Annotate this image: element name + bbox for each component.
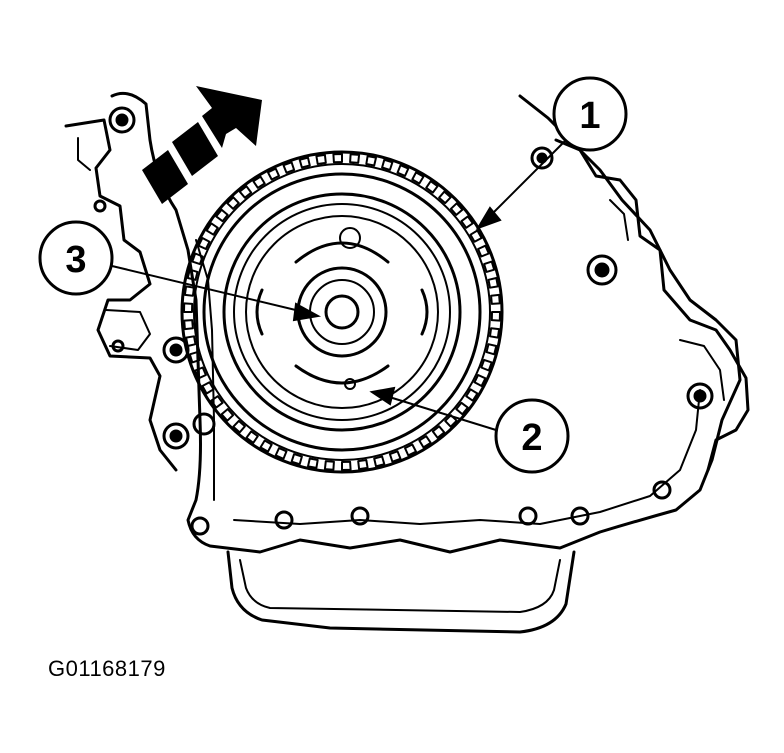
reluctor-tooth — [307, 457, 319, 469]
reluctor-tooth — [220, 408, 235, 422]
reluctor-tooth — [483, 260, 496, 273]
reluctor-tooth — [365, 155, 377, 167]
reluctor-tooth — [373, 455, 386, 468]
leader-arrow-3 — [292, 302, 322, 322]
reluctor-tooth — [438, 190, 452, 205]
reluctor-tooth — [197, 237, 211, 250]
leader-arrow-1 — [475, 206, 502, 230]
reluctor-tooth — [188, 351, 201, 364]
callout-2: 2 — [494, 398, 570, 474]
leader-arrow-2 — [369, 386, 396, 406]
reluctor-tooth — [349, 153, 361, 164]
reluctor-tooth — [282, 161, 296, 174]
right-housing — [554, 138, 750, 472]
reluctor-tooth — [226, 196, 240, 210]
reluctor-tooth — [232, 419, 246, 434]
reluctor-tooth — [487, 277, 499, 289]
reluctor-tooth — [480, 358, 493, 372]
reluctor-tooth — [332, 153, 343, 164]
reluctor-tooth — [465, 388, 479, 402]
reluctor-tooth — [215, 208, 229, 223]
reluctor-tooth — [490, 311, 501, 322]
reluctor-tooth — [388, 450, 402, 463]
reluctor-tooth — [477, 244, 490, 258]
reluctor-tooth — [210, 395, 224, 409]
reluctor-tooth — [431, 425, 446, 439]
reluctor-tooth — [418, 435, 432, 449]
reluctor-teeth — [183, 153, 501, 471]
reluctor-tooth — [444, 414, 458, 428]
reluctor-tooth — [201, 381, 215, 395]
reluctor-tooth — [298, 156, 311, 169]
reluctor-tooth — [341, 460, 352, 471]
callout-3: 3 — [38, 220, 114, 296]
reluctor-tooth — [252, 175, 266, 189]
timing-cover-inner-outline — [195, 239, 701, 525]
timing-cover-outline — [110, 91, 742, 554]
reluctor-tooth — [259, 439, 273, 453]
oil-pan-inner — [239, 559, 561, 613]
reluctor-tooth — [404, 443, 417, 457]
reluctor-tooth — [381, 158, 394, 171]
reluctor-tooth — [473, 374, 487, 387]
reluctor-tooth — [183, 302, 194, 313]
callout-number-2: 2 — [521, 417, 542, 459]
reluctor-tooth — [315, 153, 327, 165]
callout-number-1: 1 — [579, 95, 600, 137]
callout-number-3: 3 — [65, 239, 86, 281]
reluctor-tooth — [460, 215, 474, 229]
figure-id-label: G01168179 — [48, 656, 166, 681]
reluctor-tooth — [449, 202, 464, 216]
reluctor-tooth — [290, 453, 303, 466]
rotation-direction-arrow-icon — [142, 86, 262, 204]
reluctor-tooth — [238, 185, 253, 199]
reluctor-tooth — [274, 447, 288, 460]
reluctor-tooth — [469, 229, 483, 243]
reluctor-tooth — [411, 171, 425, 185]
reluctor-tooth — [489, 327, 501, 339]
reluctor-tooth — [245, 430, 259, 444]
reluctor-tooth — [186, 268, 199, 281]
left-bracket-inner — [77, 137, 151, 351]
crankshaft-pulley — [222, 192, 462, 432]
leader-line-2 — [385, 395, 497, 431]
reluctor-tooth — [183, 285, 195, 297]
reluctor-tooth — [267, 167, 280, 181]
reluctor-tooth — [183, 319, 194, 331]
oil-pan — [226, 550, 576, 634]
reluctor-tooth — [396, 164, 410, 177]
leader-line-3 — [111, 265, 305, 313]
left-bracket — [64, 118, 178, 472]
reluctor-tooth — [455, 401, 469, 416]
reluctor-tooth — [490, 293, 501, 305]
reluctor-tooth — [191, 252, 204, 266]
right-housing-inner — [609, 199, 725, 401]
reluctor-tooth — [185, 335, 197, 347]
reluctor-tooth — [357, 459, 369, 471]
reluctor-tooth — [194, 366, 207, 380]
leader-line-1 — [487, 139, 567, 219]
reluctor-ring — [180, 150, 504, 474]
reluctor-tooth — [425, 180, 439, 194]
reluctor-tooth — [485, 343, 498, 356]
reluctor-tooth — [205, 222, 219, 236]
reluctor-tooth — [323, 460, 335, 471]
callout-1: 1 — [552, 76, 628, 152]
